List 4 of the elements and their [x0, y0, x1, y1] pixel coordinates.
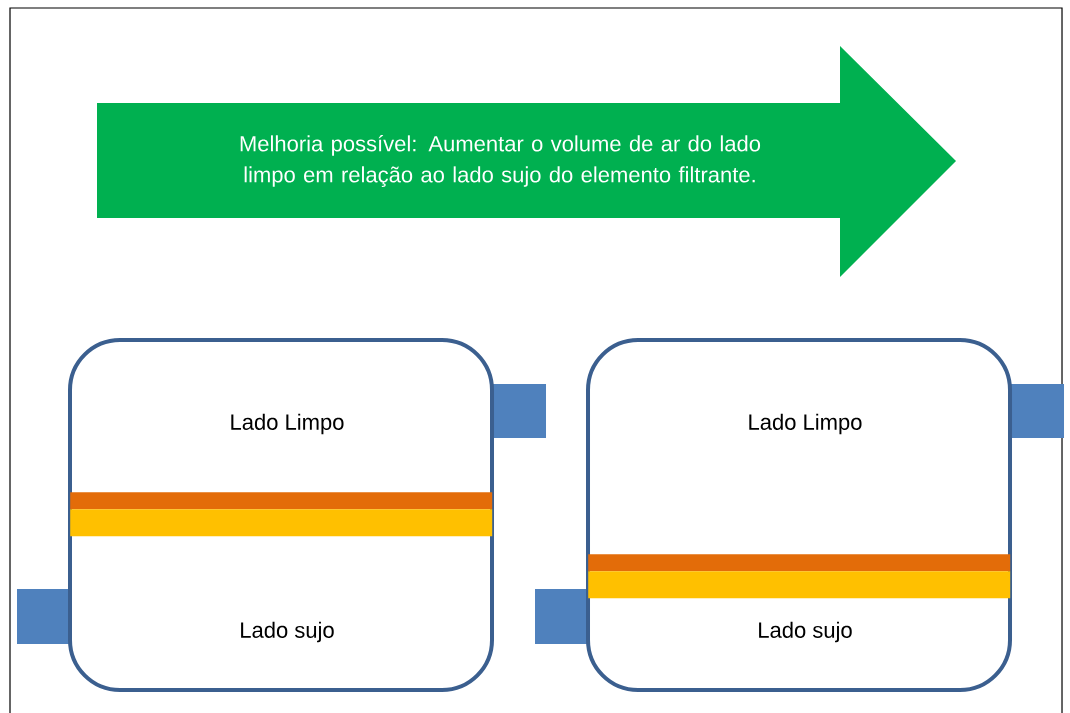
filter-layer [588, 554, 1011, 572]
filter-layer [588, 571, 1011, 599]
filter-layer [70, 509, 493, 537]
filter-layer [70, 492, 493, 510]
